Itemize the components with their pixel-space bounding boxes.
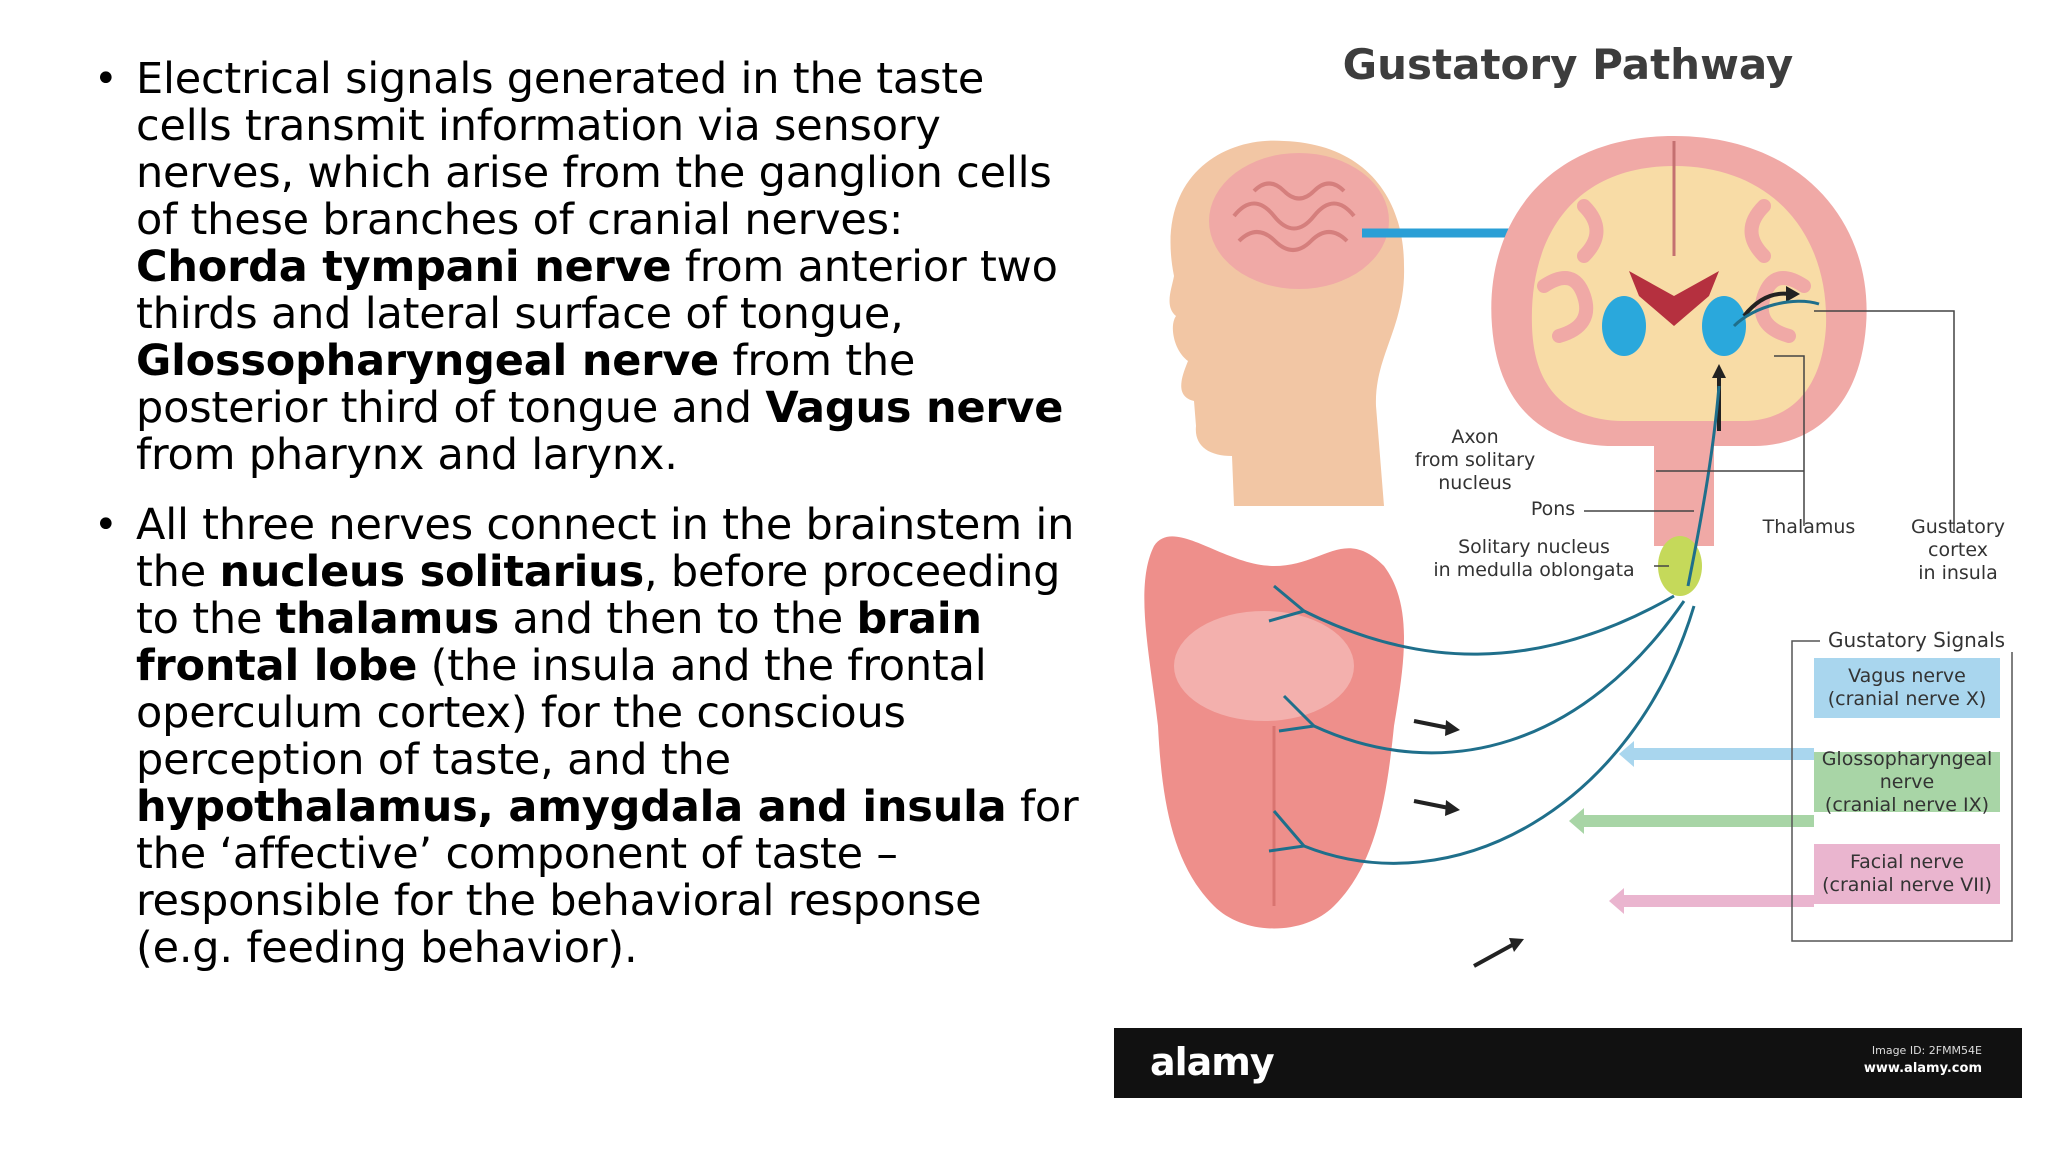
bold-term: thalamus bbox=[275, 594, 500, 644]
label-solitary-nucleus: Solitary nucleus in medulla oblongata bbox=[1433, 536, 1635, 581]
bold-term: Glossopharyngeal nerve bbox=[136, 336, 720, 386]
label-thalamus: Thalamus bbox=[1762, 516, 1856, 538]
bullet-text-pathway: All three nerves connect in the brainste… bbox=[136, 500, 1079, 973]
signal-box-vagus: Vagus nerve (cranial nerve X) bbox=[1814, 658, 2000, 718]
label-pons: Pons bbox=[1530, 498, 1576, 520]
bullet-item-pathway: • All three nerves connect in the brains… bbox=[88, 502, 1088, 972]
stock-meta: Image ID: 2FMM54E www.alamy.com bbox=[1864, 1042, 1982, 1078]
bold-term: nucleus solitarius bbox=[219, 547, 644, 597]
text-run: from the posterior third of tongue and bbox=[136, 336, 916, 433]
stock-footer-bar: alamy Image ID: 2FMM54E www.alamy.com bbox=[1114, 1028, 2022, 1098]
bullet-dot: • bbox=[94, 502, 118, 548]
pathway-illustration bbox=[1144, 136, 2013, 968]
stock-website: www.alamy.com bbox=[1863, 1061, 1982, 1076]
head-brain bbox=[1209, 153, 1389, 289]
label-gustatory-cortex: Gustatory cortex in insula bbox=[1911, 516, 2005, 584]
bold-term: Vagus nerve bbox=[765, 383, 1064, 433]
bold-term: hypothalamus, amygdala and insula bbox=[136, 782, 1007, 832]
bullet-text-nerves: Electrical signals generated in the tast… bbox=[136, 54, 1063, 480]
gustatory-pathway-figure: Gustatory Pathway Axon from solitary nuc… bbox=[1114, 26, 2022, 1146]
label-axon: Axon from solitary nucleus bbox=[1414, 426, 1536, 494]
text-run: from pharynx and larynx. bbox=[136, 430, 678, 480]
brainstem bbox=[1658, 536, 1702, 596]
text-run: for the ‘affective’ component of taste –… bbox=[136, 782, 1079, 973]
bold-term: Chorda tympani nerve bbox=[136, 242, 672, 292]
text-run: , before proceeding to the bbox=[136, 547, 1061, 644]
signal-box-glossopharyngeal: Glossopharyngeal nerve (cranial nerve IX… bbox=[1814, 748, 2000, 816]
stock-logo: alamy bbox=[1150, 1040, 1275, 1084]
text-run: All three nerves connect in the brainste… bbox=[136, 500, 1075, 597]
figure-title: Gustatory Pathway bbox=[1342, 40, 1794, 89]
bold-term: brain frontal lobe bbox=[136, 594, 982, 691]
bullet-dot: • bbox=[94, 56, 118, 102]
bullet-list: • Electrical signals generated in the ta… bbox=[88, 56, 1088, 995]
signals-title: Gustatory Signals bbox=[1820, 628, 2014, 652]
text-run: Electrical signals generated in the tast… bbox=[136, 54, 1052, 245]
signal-box-facial: Facial nerve (cranial nerve VII) bbox=[1814, 844, 2000, 904]
text-run: and then to the bbox=[499, 594, 857, 644]
thalamus-left bbox=[1602, 296, 1646, 356]
thalamus-right bbox=[1702, 296, 1746, 356]
bullet-item-nerves: • Electrical signals generated in the ta… bbox=[88, 56, 1088, 479]
text-run: from anterior two thirds and lateral sur… bbox=[136, 242, 1058, 339]
text-run: (the insula and the frontal operculum co… bbox=[136, 641, 987, 785]
image-id: Image ID: 2FMM54E bbox=[1871, 1044, 1982, 1057]
